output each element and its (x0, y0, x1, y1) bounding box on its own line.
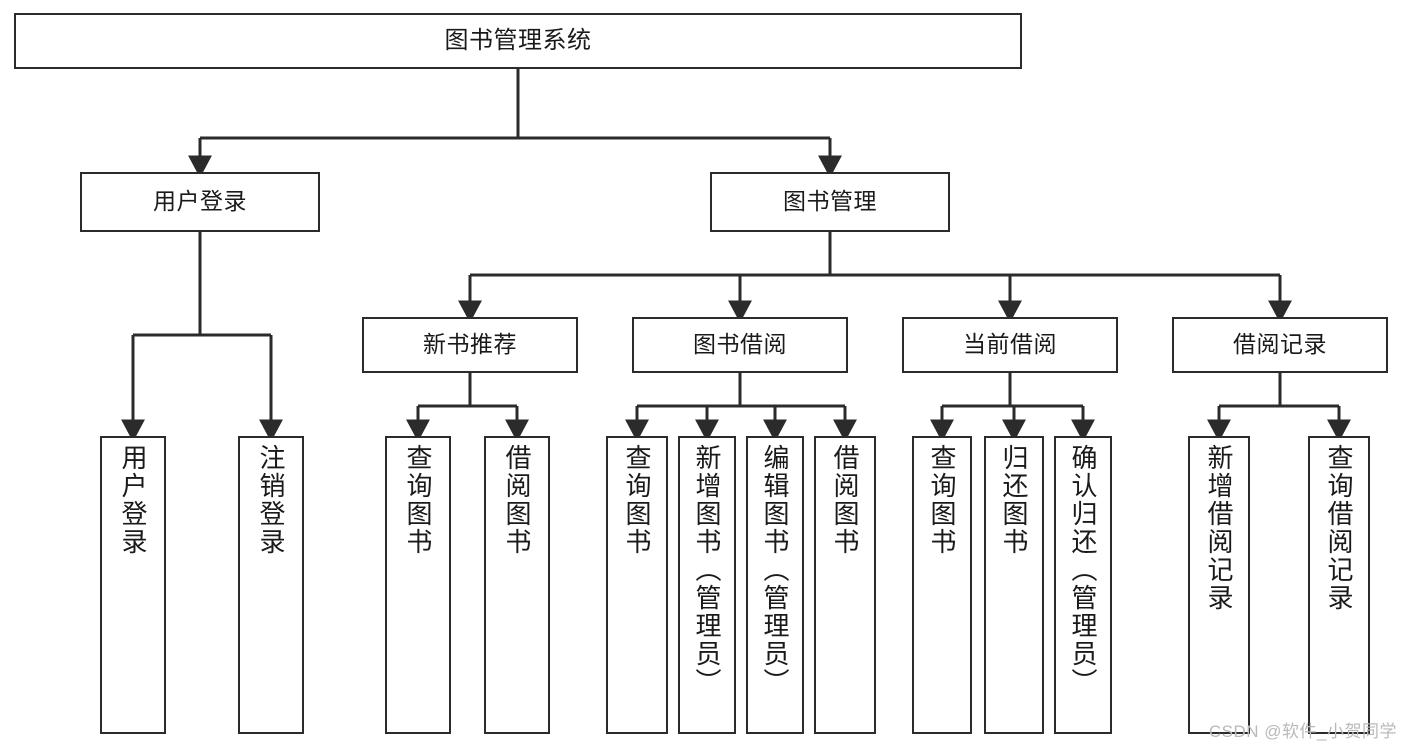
node-leaf-edit-book-admin-label: 编辑图书（管理员） (760, 444, 790, 696)
edge-group-root (188, 69, 842, 178)
node-root-label: 图书管理系统 (444, 26, 592, 54)
node-leaf-return-book[interactable]: 归还图书 (984, 436, 1044, 734)
node-leaf-user-logout[interactable]: 注销登录 (238, 436, 304, 734)
node-new-book-recommend-label: 新书推荐 (423, 331, 517, 358)
node-leaf-query-book-borrow[interactable]: 查询图书 (606, 436, 668, 734)
node-leaf-query-borrow-record[interactable]: 查询借阅记录 (1308, 436, 1370, 734)
node-leaf-query-book-borrow-label: 查询图书 (622, 444, 652, 556)
node-leaf-query-book-recommend[interactable]: 查询图书 (385, 436, 451, 734)
node-leaf-user-login-label: 用户登录 (118, 444, 148, 556)
node-leaf-borrow-book-recommend[interactable]: 借阅图书 (484, 436, 550, 734)
node-leaf-add-book-admin[interactable]: 新增图书（管理员） (678, 436, 736, 734)
node-leaf-borrow-book[interactable]: 借阅图书 (814, 436, 876, 734)
node-book-management[interactable]: 图书管理 (710, 172, 950, 232)
node-book-borrow[interactable]: 图书借阅 (632, 317, 848, 373)
node-leaf-return-book-label: 归还图书 (999, 444, 1029, 556)
node-leaf-borrow-book-recommend-label: 借阅图书 (502, 444, 532, 556)
node-leaf-add-book-admin-label: 新增图书（管理员） (692, 444, 722, 696)
edge-group-user-login (121, 232, 283, 442)
node-leaf-add-borrow-record[interactable]: 新增借阅记录 (1188, 436, 1250, 734)
node-root[interactable]: 图书管理系统 (14, 13, 1022, 69)
node-user-login-label: 用户登录 (153, 188, 247, 215)
node-leaf-query-book-recommend-label: 查询图书 (403, 444, 433, 556)
edge-group-new-book-recommend (406, 373, 529, 442)
node-leaf-query-book-current-label: 查询图书 (927, 444, 957, 556)
node-leaf-add-borrow-record-label: 新增借阅记录 (1204, 444, 1234, 612)
node-leaf-query-borrow-record-label: 查询借阅记录 (1324, 444, 1354, 612)
node-leaf-confirm-return-admin-label: 确认归还（管理员） (1068, 444, 1098, 696)
node-book-management-label: 图书管理 (783, 188, 877, 215)
node-leaf-confirm-return-admin[interactable]: 确认归还（管理员） (1054, 436, 1112, 734)
node-leaf-edit-book-admin[interactable]: 编辑图书（管理员） (746, 436, 804, 734)
node-book-borrow-label: 图书借阅 (693, 331, 787, 358)
node-leaf-user-login[interactable]: 用户登录 (100, 436, 166, 734)
node-borrow-record-label: 借阅记录 (1233, 331, 1327, 358)
node-borrow-record[interactable]: 借阅记录 (1172, 317, 1388, 373)
node-leaf-borrow-book-label: 借阅图书 (830, 444, 860, 556)
node-user-login[interactable]: 用户登录 (80, 172, 320, 232)
node-current-borrow[interactable]: 当前借阅 (902, 317, 1118, 373)
node-current-borrow-label: 当前借阅 (963, 331, 1057, 358)
node-leaf-query-book-current[interactable]: 查询图书 (912, 436, 972, 734)
node-leaf-user-logout-label: 注销登录 (256, 444, 286, 556)
node-new-book-recommend[interactable]: 新书推荐 (362, 317, 578, 373)
edge-group-borrow-record (1207, 373, 1351, 442)
edge-group-current-borrow (930, 373, 1095, 442)
edge-group-book-borrow (625, 373, 857, 442)
edge-group-book-management (458, 232, 1292, 323)
